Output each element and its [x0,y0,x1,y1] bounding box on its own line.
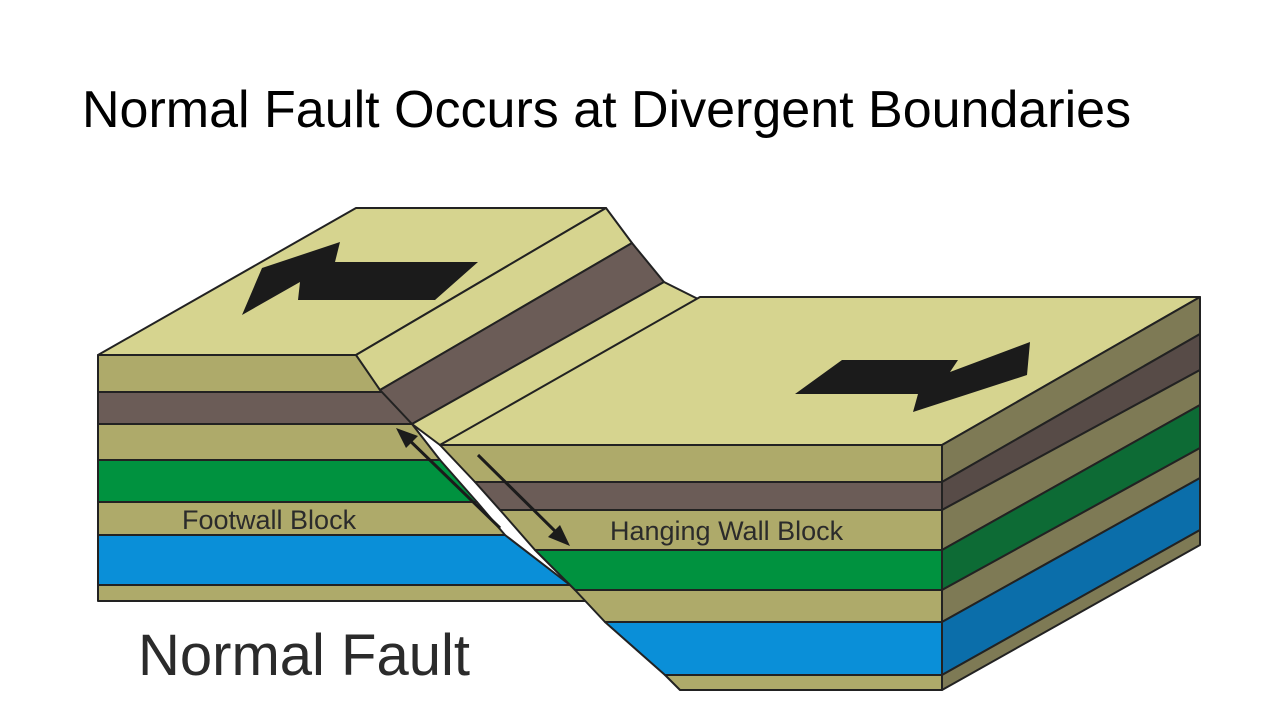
hanging-wall-block [439,296,1201,691]
hanging-layer-blue [604,621,943,676]
footwall-layer-brown [97,391,413,425]
fault-scarp [355,207,701,446]
slip-arrow-down-head [548,525,570,546]
arrow-right-icon [795,342,1030,412]
footwall-layer-tan-bottom [97,584,591,602]
arrow-left-icon [242,242,478,315]
slip-arrow-up [402,433,502,530]
footwall-layer-blue [97,534,571,586]
hanging-layer-tan-bottom [664,674,943,691]
slip-arrow-up-head [396,428,418,448]
hanging-wall-label: Hanging Wall Block [610,516,844,546]
hanging-layer-brown [474,481,943,511]
diagram-caption: Normal Fault [138,623,470,688]
side-layer-tan-bottom [941,529,1201,691]
hanging-layer-green [534,549,943,591]
slip-arrow-down [476,453,564,540]
hanging-layer-tan-3 [574,589,943,623]
footwall-label: Footwall Block [182,505,357,535]
hanging-layer-tan-1 [439,444,943,483]
fault-slip-arrows [396,428,570,546]
footwall-layer-tan-1 [97,354,386,393]
footwall-layer-green [97,459,478,503]
slide-title: Normal Fault Occurs at Divergent Boundar… [82,81,1132,139]
footwall-layer-tan-2 [97,423,441,461]
